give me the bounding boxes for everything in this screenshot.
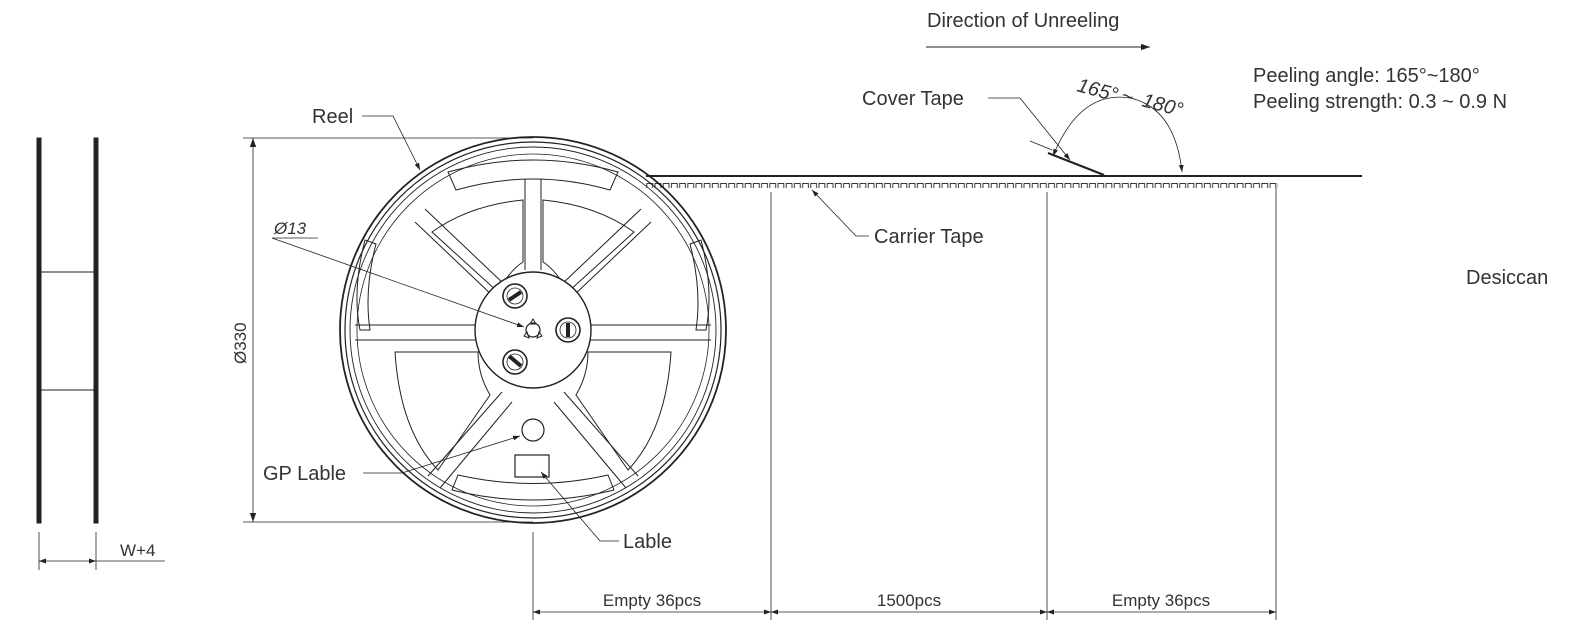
component-count-label: 1500pcs [877, 591, 941, 610]
angle-min-text: 165° [1075, 75, 1121, 107]
reel-front-view [339, 136, 727, 524]
angle-annotation: 165° ~ 180° [1075, 75, 1186, 122]
width-dimension-label: W+4 [120, 541, 155, 560]
reel-label: Reel [312, 106, 353, 128]
gp-label-text: GP Lable [263, 463, 346, 485]
hub-diameter-label: Ø13 [273, 219, 307, 238]
empty-leader-label: Empty 36pcs [603, 591, 701, 610]
angle-separator-text: ~ [1119, 85, 1136, 109]
reel-side-view [36, 137, 165, 570]
carrier-tape-label: Carrier Tape [874, 226, 984, 248]
direction-label: Direction of Unreeling [927, 10, 1119, 32]
peeling-strength-spec: Peeling strength: 0.3 ~ 0.9 N [1253, 91, 1507, 113]
reel-spokes [355, 179, 711, 489]
cover-tape-label: Cover Tape [862, 88, 964, 110]
carrier-tape [646, 175, 1362, 188]
empty-trailer-label: Empty 36pcs [1112, 591, 1210, 610]
label-text: Lable [623, 531, 672, 553]
angle-max-text: 180° [1140, 90, 1186, 122]
desiccant-label: Desiccan [1466, 267, 1548, 289]
peeling-angle-spec: Peeling angle: 165°~180° [1253, 65, 1480, 87]
reel-windows [356, 159, 710, 501]
tape-length-dimensions [532, 188, 1277, 620]
cover-tape [988, 97, 1105, 177]
reel-diameter-label: Ø330 [231, 322, 250, 364]
hub-slots [502, 283, 581, 375]
